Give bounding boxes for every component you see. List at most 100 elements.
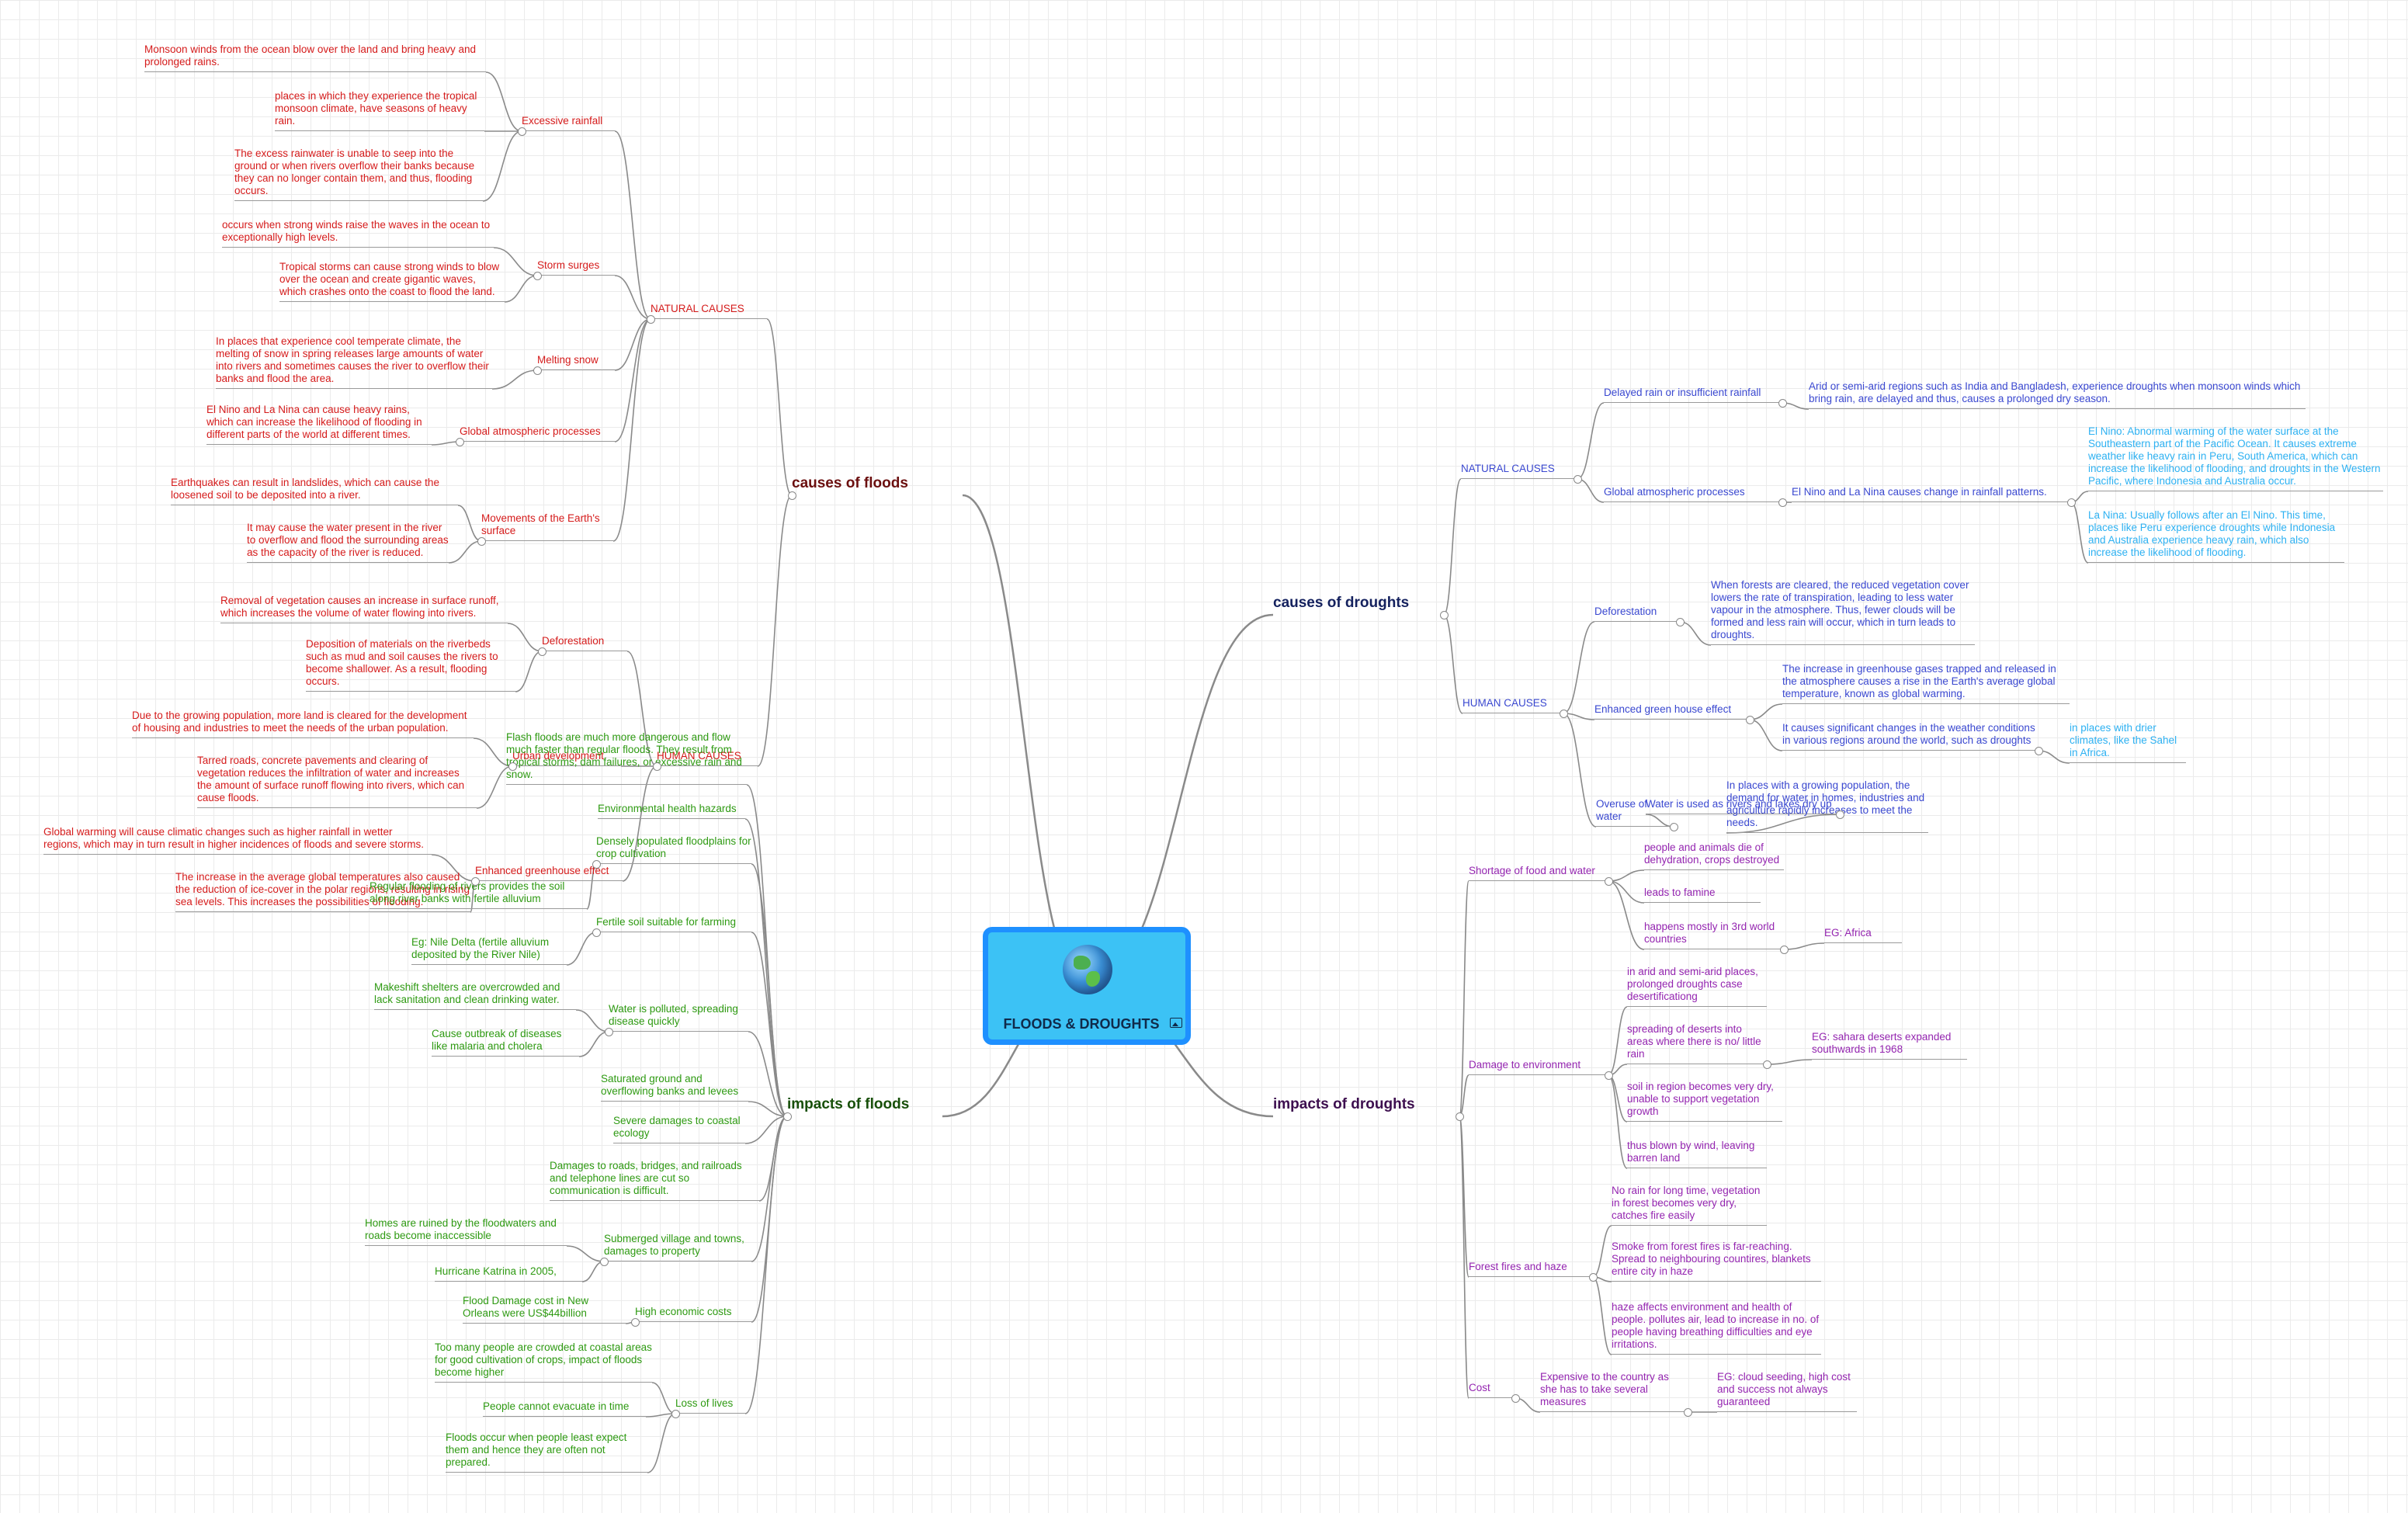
- collapse-toggle-cf-ex[interactable]: [517, 127, 526, 136]
- node-id-de[interactable]: Damage to environment: [1469, 1059, 1608, 1075]
- node-if-wp1[interactable]: Makeshift shelters are overcrowded and l…: [374, 981, 576, 1010]
- node-cd-eg[interactable]: Enhanced green house effect: [1594, 703, 1750, 720]
- image-icon[interactable]: [1170, 1018, 1182, 1028]
- collapse-toggle-if-dp[interactable]: [592, 859, 601, 869]
- node-cd-df[interactable]: Deforestation: [1594, 606, 1680, 622]
- collapse-toggle-id-co[interactable]: [1511, 1393, 1520, 1403]
- collapse-toggle-cf-nat[interactable]: [646, 314, 655, 324]
- node-if-ll1[interactable]: Too many people are crowded at coastal a…: [435, 1341, 652, 1383]
- collapse-toggle-id-de2[interactable]: [1762, 1060, 1771, 1069]
- node-cf-ex2[interactable]: places in which they experience the trop…: [275, 90, 484, 131]
- node-id-de5[interactable]: thus blown by wind, leaving barren land: [1627, 1140, 1767, 1168]
- node-cf-eg[interactable]: Enhanced greenhouse effect: [475, 865, 623, 881]
- node-id-de2[interactable]: spreading of deserts into areas where th…: [1627, 1023, 1767, 1064]
- node-if-wp[interactable]: Water is polluted, spreading disease qui…: [609, 1003, 748, 1032]
- collapse-toggle-cd-eg[interactable]: [1745, 715, 1754, 724]
- collapse-toggle-cd-df[interactable]: [1675, 617, 1685, 626]
- collapse-toggle-cf-ga[interactable]: [455, 437, 464, 446]
- collapse-toggle-cf-hum[interactable]: [652, 762, 661, 771]
- node-cd-df1[interactable]: When forests are cleared, the reduced ve…: [1711, 579, 1975, 645]
- node-if-hc1[interactable]: Flood Damage cost in New Orleans were US…: [463, 1295, 626, 1324]
- collapse-toggle-if[interactable]: [782, 1112, 792, 1121]
- node-cf-eg2[interactable]: The increase in the average global tempe…: [175, 871, 470, 912]
- node-cf-df1[interactable]: Removal of vegetation causes an increase…: [220, 595, 508, 623]
- collapse-toggle-if-sv[interactable]: [599, 1257, 609, 1266]
- node-if-ff[interactable]: Flash floods are much more dangerous and…: [506, 731, 747, 785]
- node-cf-df[interactable]: Deforestation: [542, 635, 627, 651]
- node-cf-eg1[interactable]: Global warming will cause climatic chang…: [43, 826, 432, 855]
- node-cd-ow[interactable]: Overuse of water: [1596, 798, 1674, 827]
- collapse-toggle-cf-ms[interactable]: [533, 366, 542, 375]
- node-cd-eg3[interactable]: in places with drier climates, like the …: [2070, 722, 2186, 763]
- node-id-de3[interactable]: EG: sahara deserts expanded southwards i…: [1812, 1031, 1967, 1060]
- node-id-ff[interactable]: Forest fires and haze: [1469, 1261, 1593, 1277]
- branch-topic-cd[interactable]: causes of droughts: [1273, 595, 1410, 611]
- root-topic[interactable]: FLOODS & DROUGHTS: [983, 927, 1191, 1045]
- node-id-sf[interactable]: Shortage of food and water: [1469, 865, 1608, 881]
- node-cd-ow2[interactable]: In places with a growing population, the…: [1726, 779, 1928, 833]
- node-cf-ms[interactable]: Melting snow: [537, 354, 615, 370]
- collapse-toggle-cd-nat[interactable]: [1573, 474, 1582, 484]
- collapse-toggle-cd-ow[interactable]: [1669, 822, 1678, 831]
- node-if-fs1[interactable]: Eg: Nile Delta (fertile alluvium deposit…: [411, 936, 567, 965]
- node-cf-ex1[interactable]: Monsoon winds from the ocean blow over t…: [144, 43, 486, 72]
- node-cd-ga2[interactable]: El Nino: Abnormal warming of the water s…: [2088, 425, 2383, 491]
- node-id-sf4[interactable]: EG: Africa: [1824, 927, 1902, 943]
- collapse-toggle-id-de[interactable]: [1604, 1071, 1613, 1080]
- node-cd-dr[interactable]: Delayed rain or insufficient rainfall: [1604, 387, 1782, 403]
- node-id-sf3[interactable]: happens mostly in 3rd world countries: [1644, 921, 1784, 949]
- collapse-toggle-cd-eg2[interactable]: [2034, 746, 2043, 755]
- node-cd-ga3[interactable]: La Nina: Usually follows after an El Nin…: [2088, 509, 2344, 563]
- node-if-dp[interactable]: Densely populated floodplains for crop c…: [596, 835, 751, 864]
- node-cd-eg2[interactable]: It causes significant changes in the wea…: [1782, 722, 2038, 751]
- collapse-toggle-id-ff[interactable]: [1588, 1272, 1598, 1282]
- node-cd-dr1[interactable]: Arid or semi-arid regions such as India …: [1809, 380, 2306, 409]
- node-cd-ga1[interactable]: El Nino and La Nina causes change in rai…: [1792, 486, 2071, 502]
- node-id-sf2[interactable]: leads to famine: [1644, 887, 1761, 903]
- collapse-toggle-id-co1[interactable]: [1683, 1407, 1692, 1417]
- collapse-toggle-cd-ga1[interactable]: [2066, 498, 2076, 507]
- node-cf-ud[interactable]: Urban development: [512, 750, 621, 766]
- node-cf-ex3[interactable]: The excess rainwater is unable to seep i…: [234, 147, 483, 201]
- node-id-co1[interactable]: Expensive to the country as she has to t…: [1540, 1371, 1688, 1412]
- node-if-sv2[interactable]: Hurricane Katrina in 2005,: [435, 1265, 582, 1282]
- node-cf-me2[interactable]: It may cause the water present in the ri…: [247, 522, 449, 563]
- collapse-toggle-if-ll[interactable]: [671, 1409, 680, 1418]
- node-if-dp1[interactable]: Regular flooding of rivers provides the …: [370, 880, 587, 909]
- node-cf-ga1[interactable]: El Nino and La Nina can cause heavy rain…: [206, 404, 432, 445]
- node-cd-eg1[interactable]: The increase in greenhouse gases trapped…: [1782, 663, 2070, 704]
- node-if-ll3[interactable]: Floods occur when people least expect th…: [446, 1431, 647, 1473]
- node-cf-nat[interactable]: NATURAL CAUSES: [651, 303, 767, 319]
- collapse-toggle-cd-hum[interactable]: [1559, 709, 1568, 718]
- node-cf-hum[interactable]: HUMAN CAUSES: [657, 750, 758, 766]
- node-cf-ss2[interactable]: Tropical storms can cause strong winds t…: [279, 261, 505, 302]
- node-cf-ms1[interactable]: In places that experience cool temperate…: [216, 335, 492, 389]
- node-id-co[interactable]: Cost: [1469, 1382, 1515, 1398]
- collapse-toggle-cf-df[interactable]: [537, 647, 546, 656]
- node-id-sf1[interactable]: people and animals die of dehydration, c…: [1644, 842, 1784, 870]
- node-id-de4[interactable]: soil in region becomes very dry, unable …: [1627, 1081, 1782, 1122]
- collapse-toggle-id-sf3[interactable]: [1779, 945, 1789, 954]
- node-if-fs[interactable]: Fertile soil suitable for farming: [596, 916, 751, 932]
- collapse-toggle-cf-eg[interactable]: [470, 876, 480, 886]
- node-cf-ud1[interactable]: Due to the growing population, more land…: [132, 710, 474, 738]
- node-if-ll2[interactable]: People cannot evacuate in time: [483, 1400, 646, 1417]
- collapse-toggle-cf-ud[interactable]: [508, 762, 517, 771]
- node-cf-df2[interactable]: Deposition of materials on the riverbeds…: [306, 638, 515, 692]
- node-if-sv[interactable]: Submerged village and towns, damages to …: [604, 1233, 751, 1261]
- node-id-co2[interactable]: EG: cloud seeding, high cost and success…: [1717, 1371, 1857, 1412]
- node-if-dr[interactable]: Damages to roads, bridges, and railroads…: [550, 1160, 759, 1201]
- branch-topic-if[interactable]: impacts of floods: [787, 1096, 910, 1112]
- node-id-ff3[interactable]: haze affects environment and health of p…: [1612, 1301, 1821, 1355]
- node-cf-ga[interactable]: Global atmospheric processes: [460, 425, 615, 442]
- node-cf-ss1[interactable]: occurs when strong winds raise the waves…: [222, 219, 494, 248]
- node-id-de1[interactable]: in arid and semi-arid places, prolonged …: [1627, 966, 1767, 1007]
- collapse-toggle-cd-ow1[interactable]: [1835, 810, 1844, 819]
- collapse-toggle-if-wp[interactable]: [604, 1027, 613, 1036]
- node-cd-ga[interactable]: Global atmospheric processes: [1604, 486, 1782, 502]
- node-if-wp2[interactable]: Cause outbreak of diseases like malaria …: [432, 1028, 579, 1057]
- node-cf-ss[interactable]: Storm surges: [537, 259, 615, 276]
- node-cd-hum[interactable]: HUMAN CAUSES: [1462, 697, 1563, 713]
- node-id-ff1[interactable]: No rain for long time, vegetation in for…: [1612, 1185, 1767, 1226]
- node-id-ff2[interactable]: Smoke from forest fires is far-reaching.…: [1612, 1241, 1821, 1282]
